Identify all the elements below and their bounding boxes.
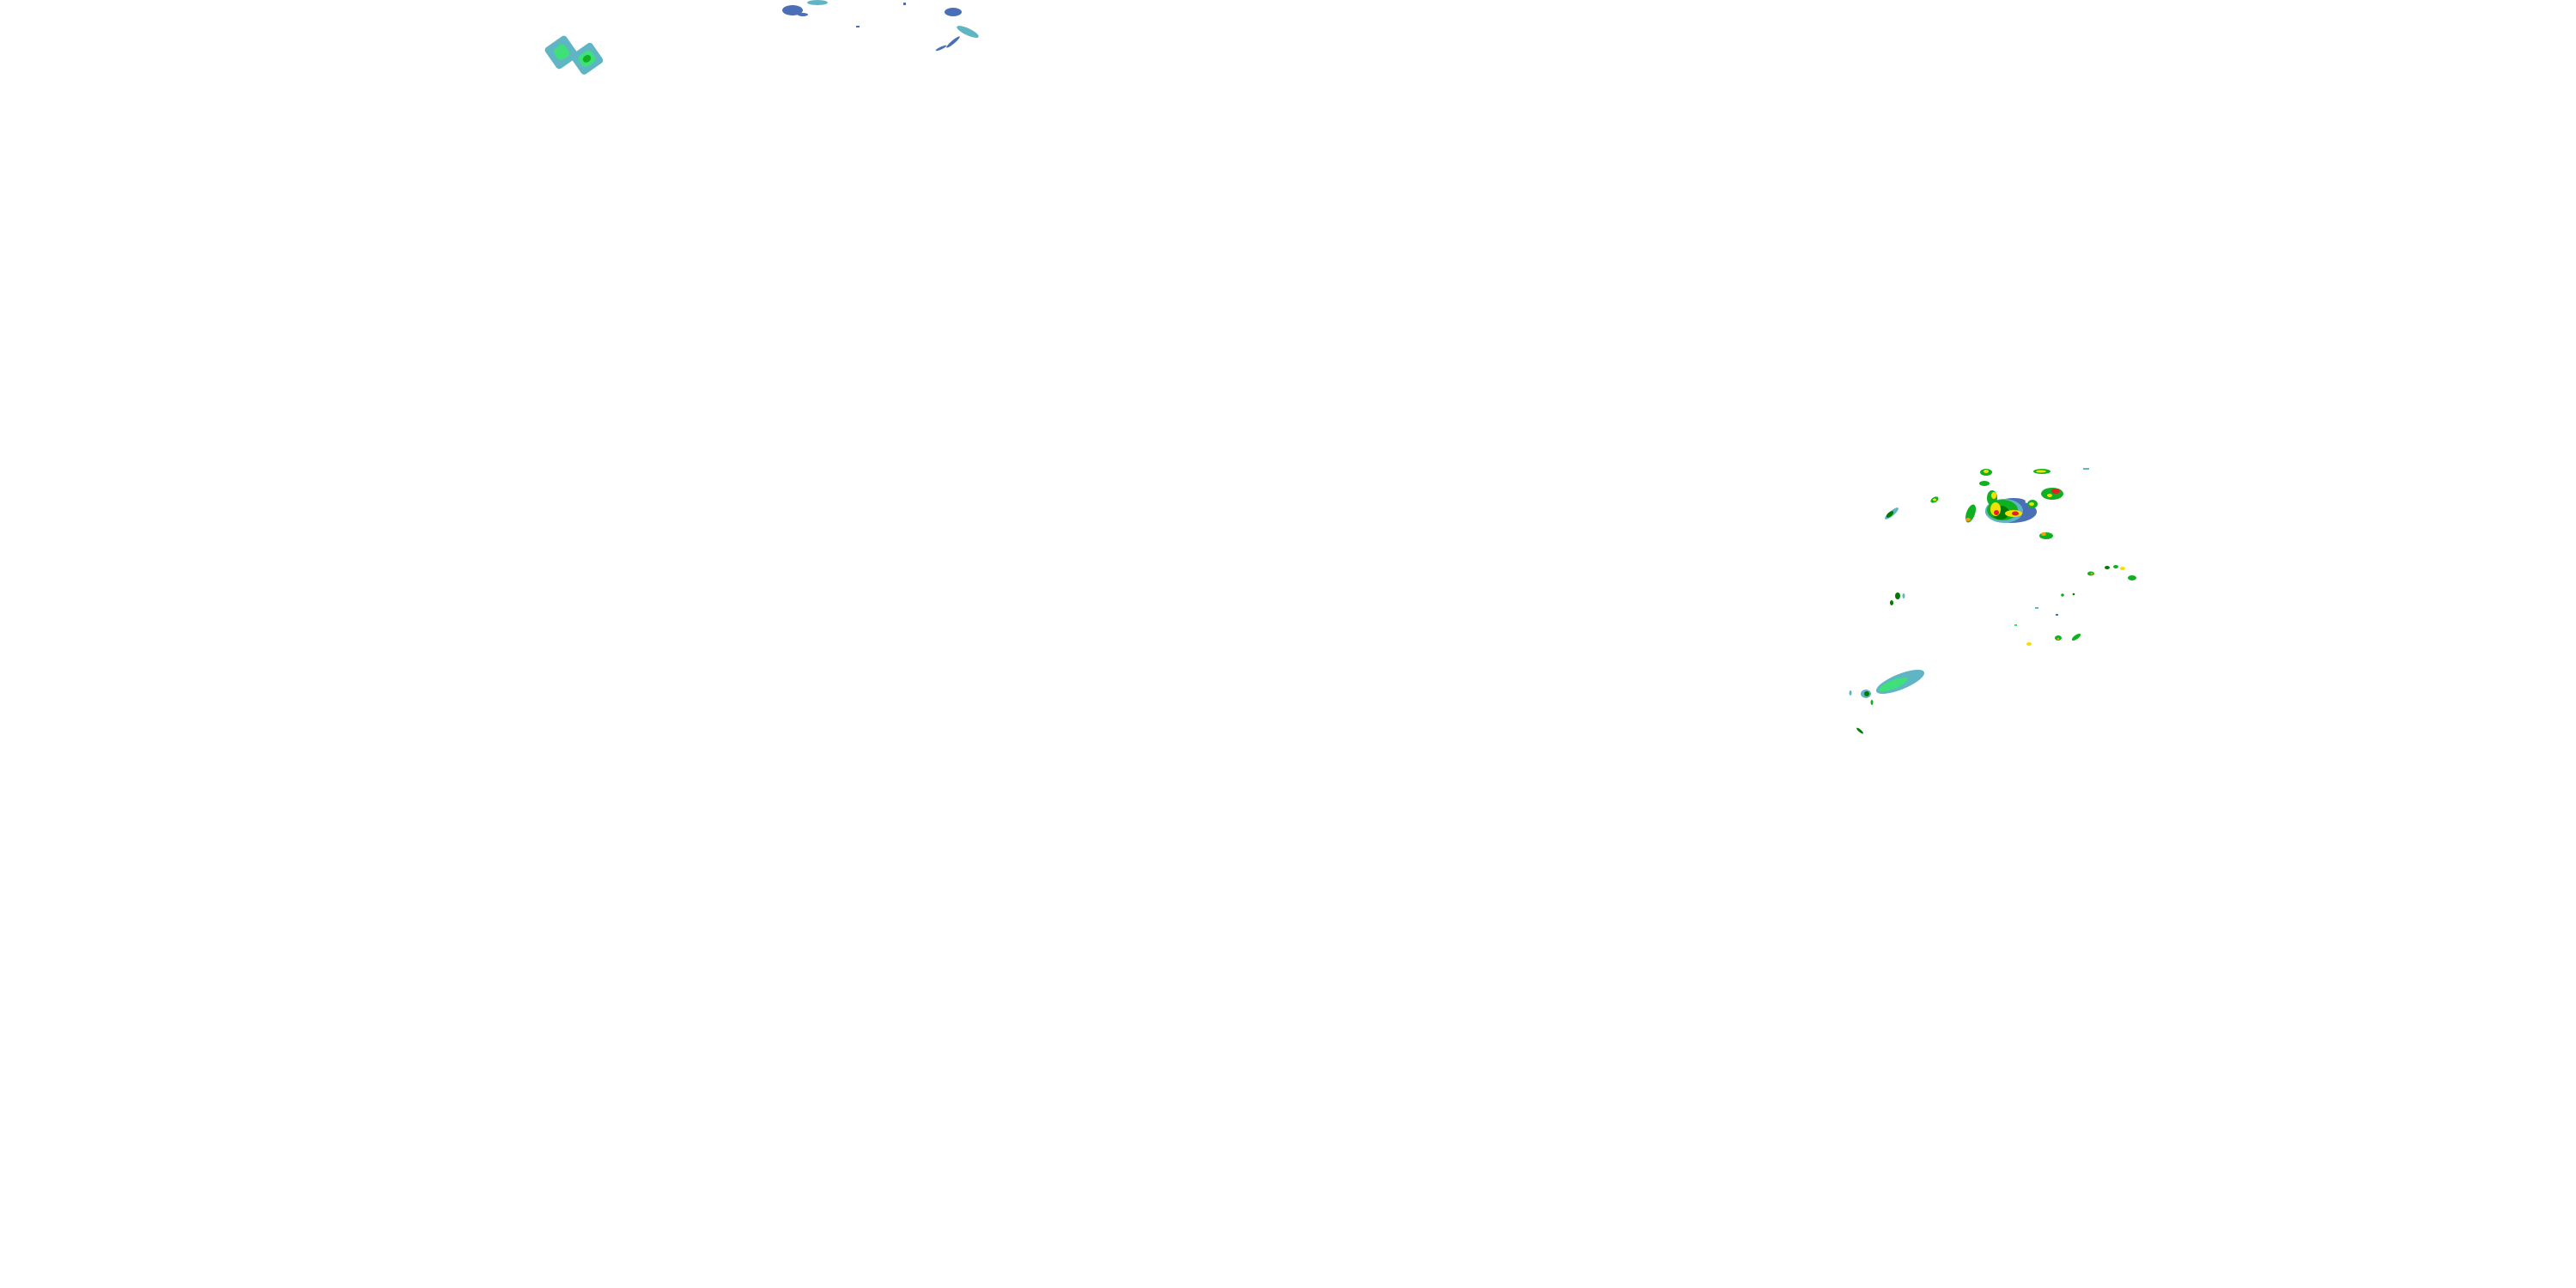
precip-fragments-north (782, 0, 979, 52)
storm-complex-east (1885, 468, 2089, 539)
precip-band-southwest (1849, 670, 1925, 734)
precip-cell-northwest (544, 35, 604, 75)
scattered-cells (1890, 565, 2136, 646)
